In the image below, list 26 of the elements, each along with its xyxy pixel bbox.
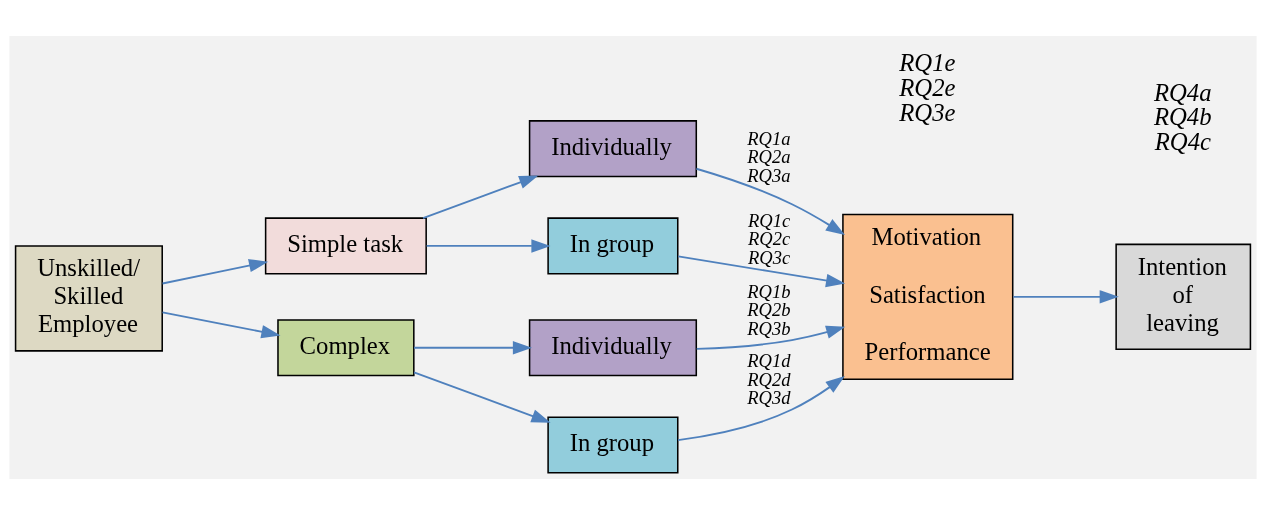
node-box: Individually [528, 319, 698, 377]
node-box: Simple task [264, 217, 427, 275]
arrow [161, 311, 281, 339]
node-box: In group [547, 416, 679, 474]
arrow [413, 371, 551, 423]
node-box: Complex [277, 319, 415, 377]
edge-label: RQ1d RQ2d RQ3d [747, 350, 791, 409]
edge-label: RQ1b RQ2b RQ3b [747, 280, 791, 339]
edge-label: RQ1c RQ2c RQ3c [747, 209, 791, 268]
arrow [677, 255, 846, 288]
arrow [677, 376, 845, 441]
node-box: In group [547, 217, 679, 275]
arrow [413, 341, 533, 355]
arrow [695, 325, 846, 350]
arrow [425, 239, 551, 253]
arrow [161, 259, 269, 285]
node-box: Intention of leaving [1115, 243, 1252, 351]
node-box: Motivation Satisfaction Performance [842, 213, 1014, 381]
arrow [422, 175, 539, 219]
arrow [1012, 290, 1119, 304]
node-box: Unskilled/ Skilled Employee [14, 245, 163, 352]
node-box: Individually [528, 120, 698, 178]
label: RQ4a RQ4b RQ4c [1153, 78, 1212, 155]
label: RQ1e RQ2e RQ3e [899, 49, 956, 126]
edge-label: RQ1a RQ2a RQ3a [747, 127, 791, 187]
arrow [695, 167, 846, 236]
